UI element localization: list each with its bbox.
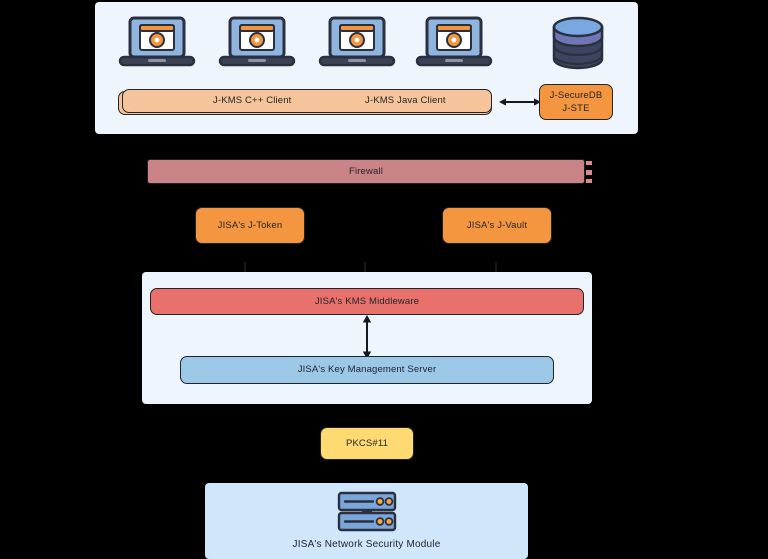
- client-bar-java-label: J-KMS Java Client: [365, 95, 446, 107]
- securedb-node[interactable]: J-SecureDB J-STE: [539, 84, 613, 120]
- key-management-server-node[interactable]: JISA's Key Management Server: [180, 356, 554, 384]
- jtoken-label: JISA's J-Token: [217, 219, 283, 231]
- laptop-gear-icon: [415, 14, 493, 77]
- server-rack-icon: [335, 491, 399, 538]
- kms-middleware-label: JISA's KMS Middleware: [314, 295, 420, 307]
- key-management-server-label: JISA's Key Management Server: [297, 364, 437, 376]
- database-cylinder-icon: [550, 15, 606, 76]
- jvault-label: JISA's J-Vault: [466, 219, 528, 231]
- firewall-edge-nub: [586, 161, 592, 165]
- client-securedb-connector: [498, 92, 542, 117]
- jvault-node[interactable]: JISA's J-Vault: [442, 207, 552, 244]
- pkcs11-label: PKCS#11: [345, 437, 389, 449]
- pkcs11-node[interactable]: PKCS#11: [320, 427, 414, 460]
- nsm-label: JISA's Network Security Module: [292, 539, 441, 550]
- firewall-edge-nub: [586, 179, 592, 183]
- jtoken-node[interactable]: JISA's J-Token: [195, 207, 305, 244]
- middleware-server-connector: [360, 314, 374, 365]
- client-bar-cpp-label: J-KMS C++ Client: [213, 95, 292, 107]
- client-bar[interactable]: J-KMS C++ Client J-KMS Java Client: [122, 89, 492, 113]
- firewall-node[interactable]: Firewall: [147, 159, 585, 184]
- securedb-line1: J-SecureDB: [549, 89, 603, 101]
- kms-middleware-node[interactable]: JISA's KMS Middleware: [150, 288, 584, 315]
- firewall-label: Firewall: [349, 165, 383, 177]
- firewall-edge-nub: [586, 170, 592, 175]
- laptop-gear-icon: [118, 14, 196, 77]
- laptop-gear-icon: [318, 14, 396, 77]
- laptop-gear-icon: [218, 14, 296, 77]
- securedb-line2: J-STE: [562, 102, 590, 114]
